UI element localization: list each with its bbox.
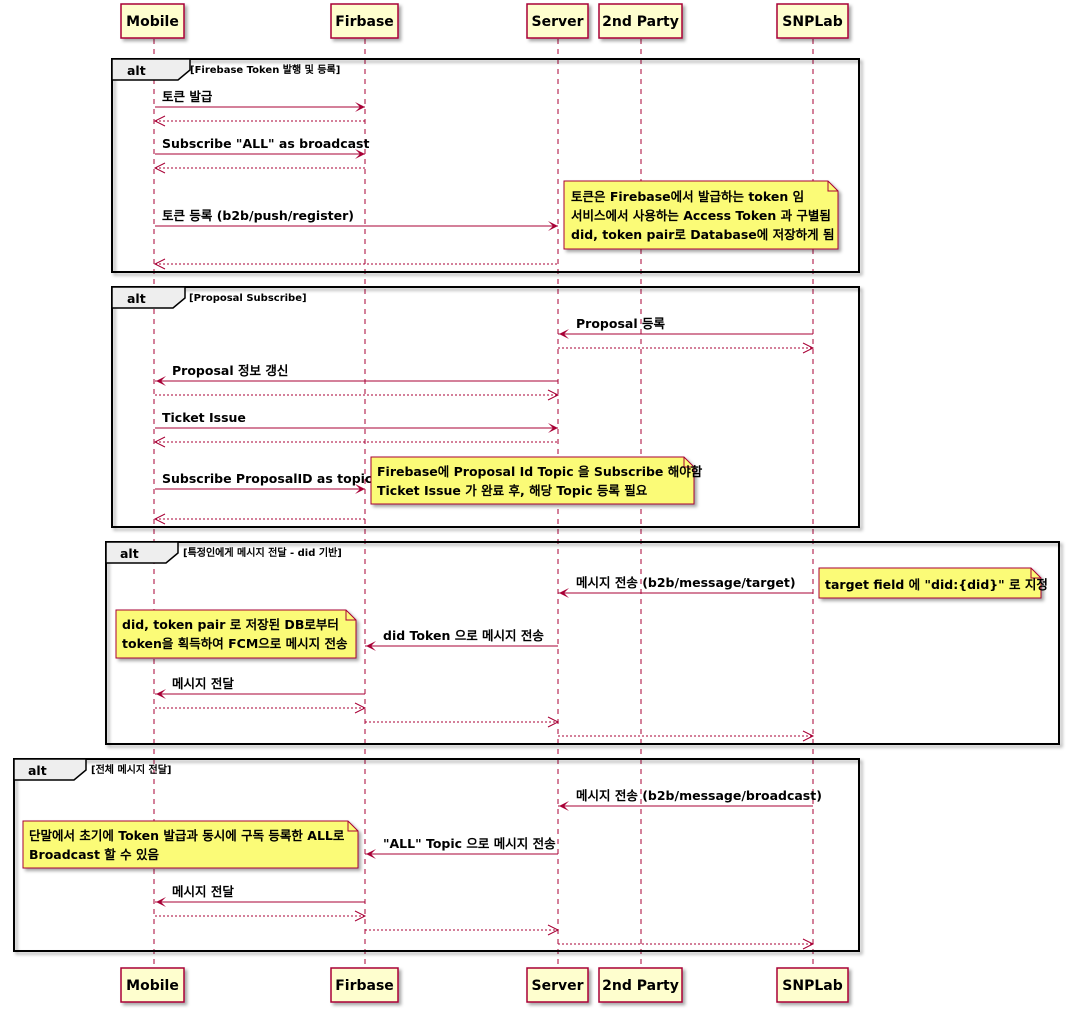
message-arrow [558, 801, 813, 811]
message-arrow [365, 849, 558, 859]
participant-label: 2nd Party [602, 978, 679, 994]
message-label: Subscribe ProposalID as topic [162, 471, 372, 486]
participants-bottom: Mobile Firbase Server 2nd Party SNPLab [120, 967, 849, 1003]
message-arrow [155, 221, 558, 231]
return-arrow [153, 436, 558, 448]
alt-label: alt [127, 291, 146, 306]
participants-top: Mobile Firbase Server 2nd Party SNPLab [120, 3, 849, 39]
note: did, token pair 로 저장된 DB로부터 token을 획득하여 … [115, 609, 357, 659]
message-label: "ALL" Topic 으로 메시지 전송 [383, 836, 556, 851]
alt-guard: [Firebase Token 발행 및 등록] [190, 63, 340, 76]
participant-firbase-bottom [330, 967, 399, 1003]
message-arrow [558, 588, 813, 598]
alt-group-proposal: alt [Proposal Subscribe] Proposal 등록 Pro… [111, 286, 860, 528]
message-arrow [155, 484, 365, 494]
note: Firebase에 Proposal Id Topic 을 Subscribe … [370, 456, 703, 505]
message-arrow [155, 102, 365, 112]
message-label: 메시지 전송 (b2b/message/broadcast) [576, 788, 822, 803]
message-label: Ticket Issue [162, 410, 246, 425]
participant-label: Firbase [335, 978, 394, 994]
participant-label: Firbase [335, 14, 394, 30]
message-label: Subscribe "ALL" as broadcast [162, 136, 370, 151]
return-arrow [153, 115, 365, 127]
return-arrow [558, 938, 815, 950]
note-line: 토큰은 Firebase에서 발급하는 token 임 [571, 189, 804, 204]
note: 토큰은 Firebase에서 발급하는 token 임 서비스에서 사용하는 A… [563, 180, 839, 250]
message-label: 메시지 전달 [172, 676, 234, 691]
return-arrow [365, 716, 560, 728]
participant-label: SNPLab [782, 14, 842, 30]
participant-mobile-bottom [120, 967, 185, 1003]
message-label: 메시지 전달 [172, 884, 234, 899]
participant-server-bottom [526, 967, 589, 1003]
alt-label: alt [120, 546, 139, 561]
note-line: Ticket Issue 가 완료 후, 해당 Topic 등록 필요 [377, 483, 648, 498]
return-arrow [558, 730, 815, 742]
note-line: 단말에서 초기에 Token 발급과 동시에 구독 등록한 ALL로 [29, 828, 345, 843]
message-arrow [155, 423, 558, 433]
message-label: did Token 으로 메시지 전송 [383, 628, 544, 643]
note-line: 서비스에서 사용하는 Access Token 과 구별됨 [571, 208, 831, 223]
message-arrow [558, 329, 813, 339]
note-line: Firebase에 Proposal Id Topic 을 Subscribe … [377, 464, 703, 479]
return-arrow [155, 389, 560, 401]
return-arrow [365, 924, 560, 936]
alt-group-broadcast: alt [전체 메시지 전달] 메시지 전송 (b2b/message/broa… [13, 758, 860, 952]
participant-label: SNPLab [782, 978, 842, 994]
return-arrow [153, 513, 365, 525]
alt-guard: [특정인에게 메시지 전달 - did 기반] [183, 546, 342, 559]
alt-group-token: alt [Firebase Token 발행 및 등록] 토큰 발급 Subsc… [111, 58, 860, 273]
note-line: did, token pair 로 저장된 DB로부터 [122, 617, 339, 632]
note: 단말에서 초기에 Token 발급과 동시에 구독 등록한 ALL로 Broad… [22, 820, 359, 869]
note-line: token을 획득하여 FCM으로 메시지 전송 [122, 636, 348, 651]
alt-label: alt [127, 63, 146, 78]
participant-snplab-bottom [776, 967, 849, 1003]
participant-label: Mobile [126, 978, 179, 994]
alt-label: alt [28, 763, 47, 778]
alt-guard: [Proposal Subscribe] [189, 293, 307, 304]
return-arrow [153, 162, 365, 174]
return-arrow [155, 910, 367, 922]
message-arrow [155, 149, 365, 159]
participant-label: Mobile [126, 14, 179, 30]
participant-2nd-party-bottom [598, 967, 683, 1003]
participant-mobile [120, 3, 185, 39]
message-label: 토큰 등록 (b2b/push/register) [162, 208, 354, 223]
participant-label: Server [531, 978, 583, 994]
message-label: 메시지 전송 (b2b/message/target) [576, 575, 796, 590]
note-line: target field 에 "did:{did}" 로 지정 [825, 577, 1048, 592]
return-arrow [558, 342, 815, 354]
return-arrow [153, 258, 558, 270]
message-arrow [155, 689, 365, 699]
participant-snplab [776, 3, 849, 39]
alt-group-target-message: alt [특정인에게 메시지 전달 - did 기반] 메시지 전송 (b2b/… [105, 541, 1060, 745]
return-arrow [155, 702, 367, 714]
participant-firbase [330, 3, 399, 39]
message-label: Proposal 등록 [576, 316, 665, 331]
message-label: 토큰 발급 [162, 89, 213, 104]
participant-server [526, 3, 589, 39]
message-arrow [155, 376, 558, 386]
note-line: Broadcast 할 수 있음 [29, 847, 159, 862]
message-arrow [155, 897, 365, 907]
participant-label: Server [531, 14, 583, 30]
message-label: Proposal 정보 갱신 [172, 363, 288, 378]
participant-label: 2nd Party [602, 14, 679, 30]
participant-2nd-party [598, 3, 683, 39]
message-arrow [365, 641, 558, 651]
alt-guard: [전체 메시지 전달] [91, 763, 172, 776]
note-line: did, token pair로 Database에 저장하게 됨 [571, 227, 834, 242]
note: target field 에 "did:{did}" 로 지정 [818, 567, 1048, 599]
